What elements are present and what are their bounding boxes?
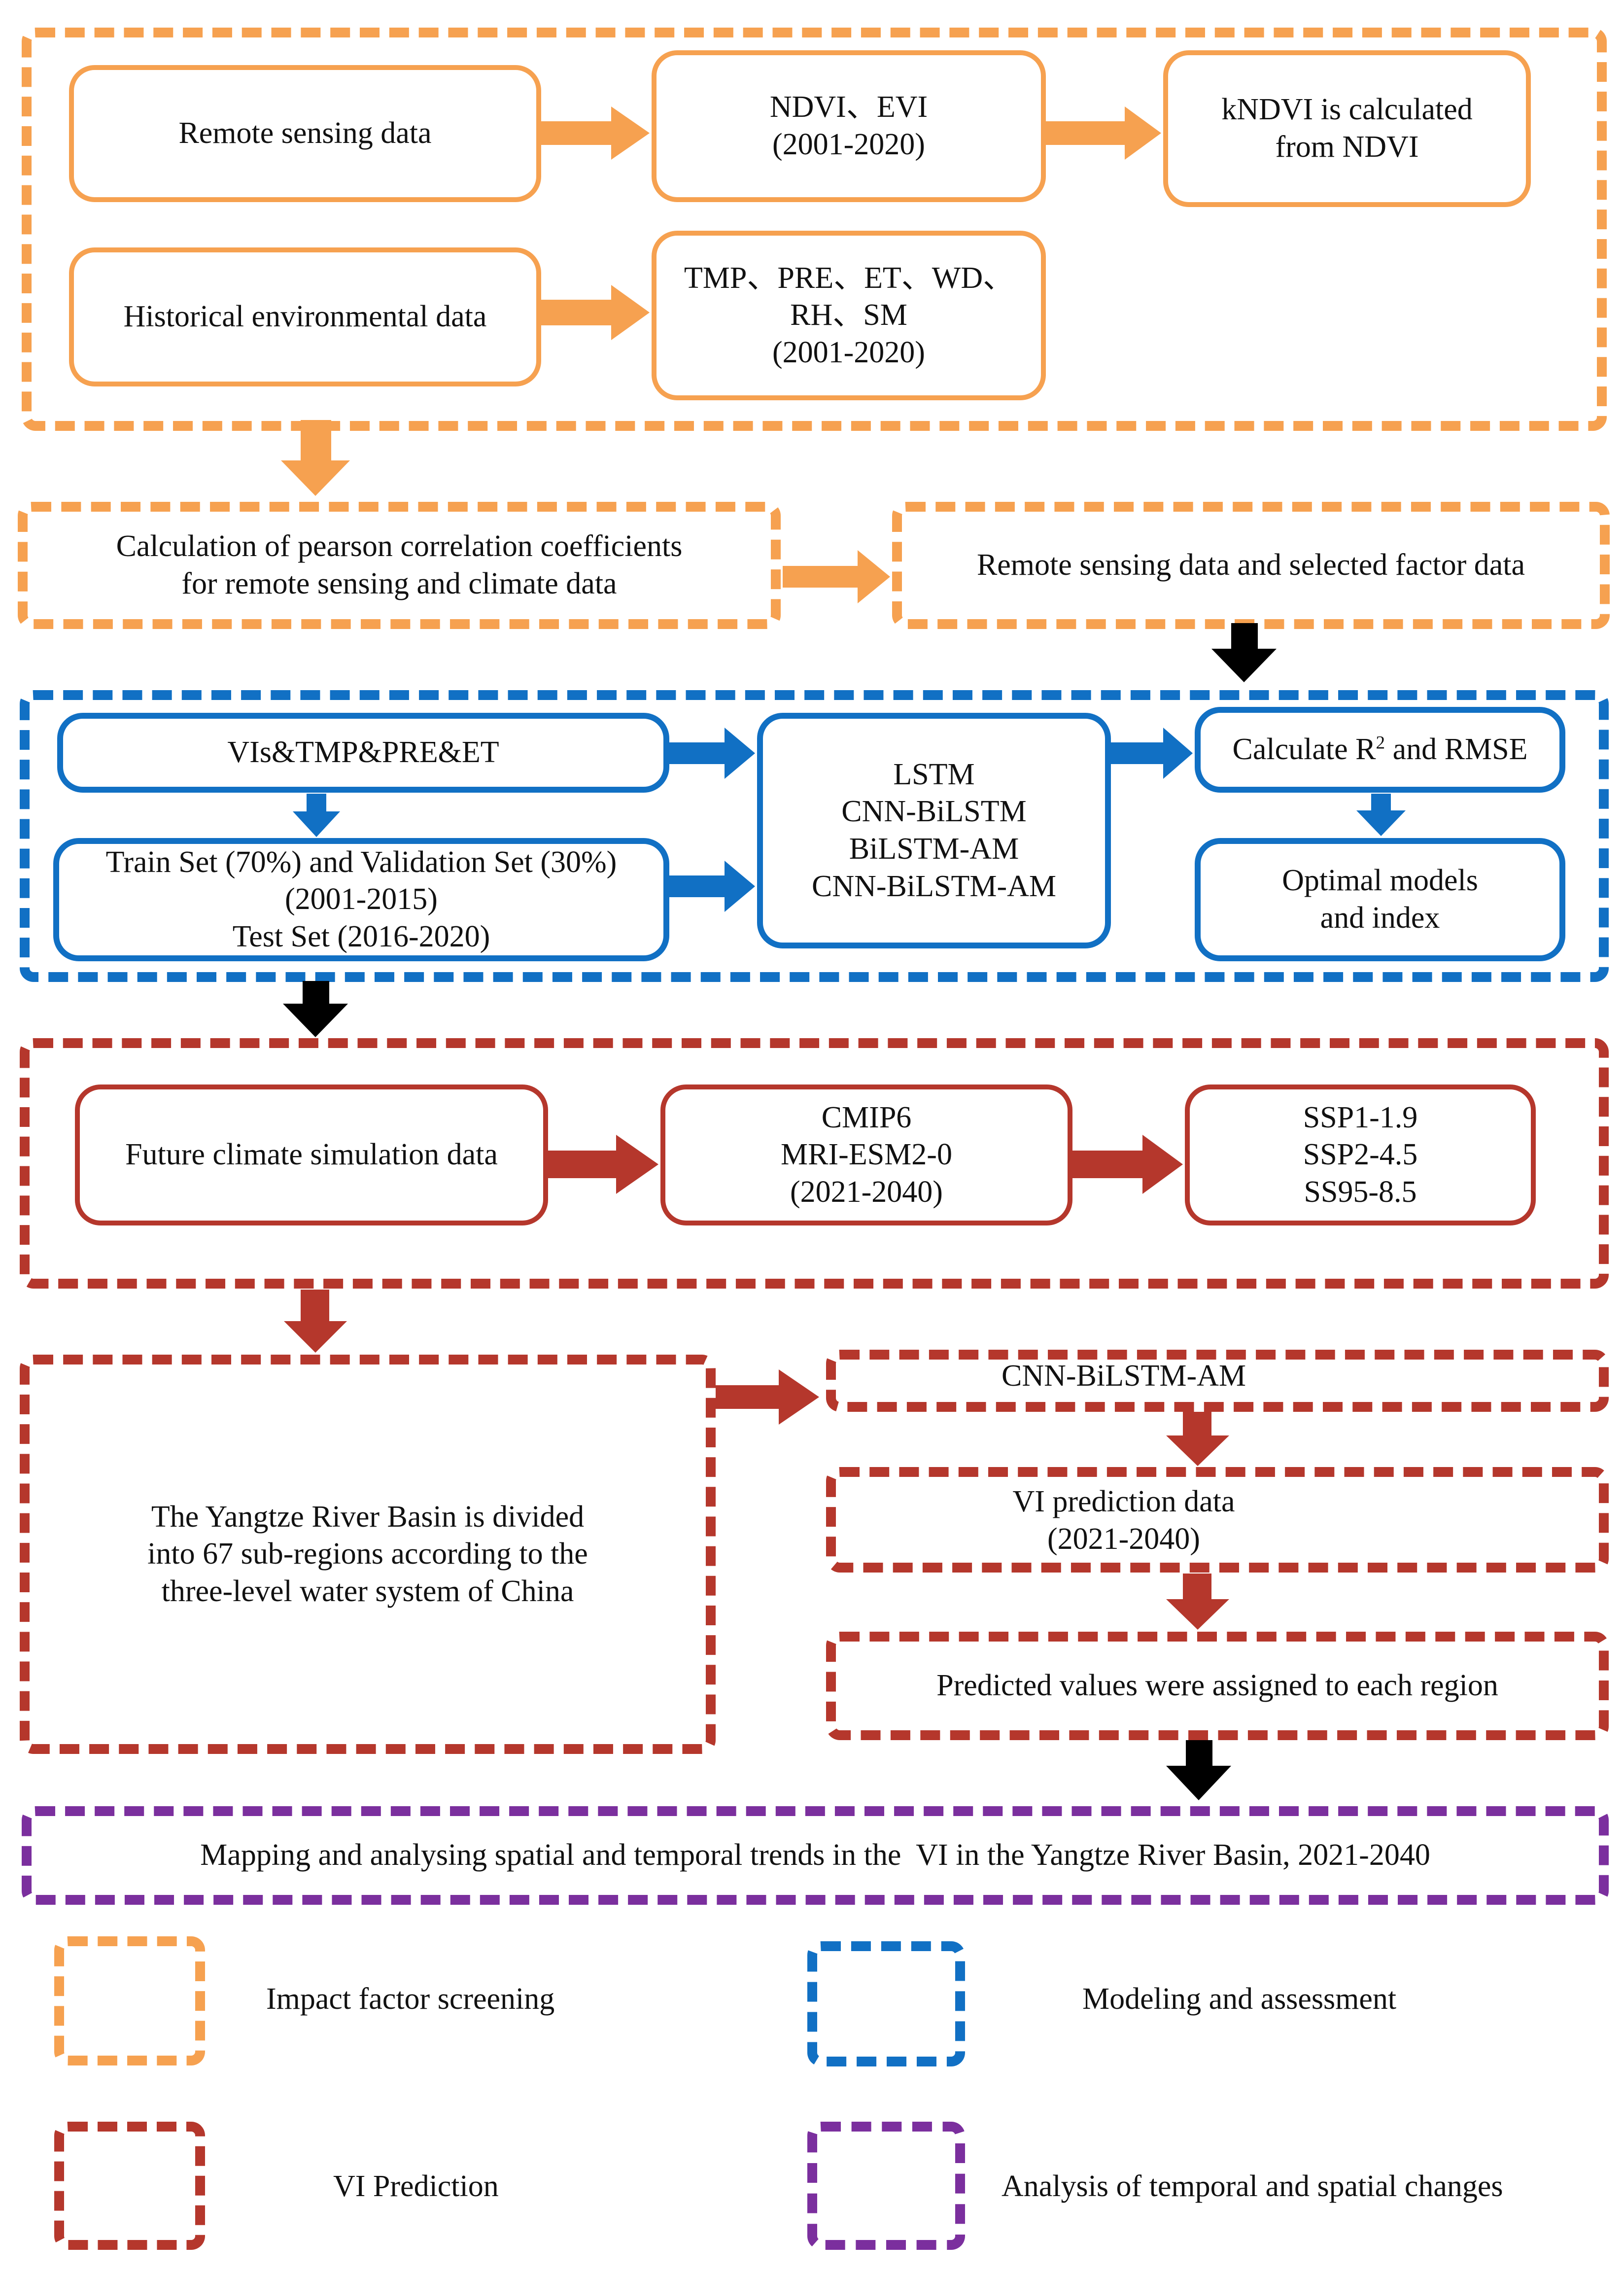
red-arrow-icon	[716, 1369, 819, 1425]
pearson-correlation-label: Calculation of pearson correlation coeff…	[116, 529, 683, 600]
vis-inputs-box: VIs&TMP&PRE&ET	[57, 713, 669, 793]
legend-impact-label: Impact factor screening	[266, 1982, 555, 2016]
red-down-arrow-icon	[1166, 1574, 1229, 1630]
legend-analysis-label: Analysis of temporal and spatial changes	[1002, 2169, 1503, 2203]
modeling-assessment-group	[20, 690, 1609, 982]
ssp-scenarios-box: SSP1-1.9 SSP2-4.5 SS95-8.5	[1185, 1085, 1536, 1225]
remote-sensing-data-box: Remote sensing data	[69, 65, 541, 202]
black-down-arrow-icon	[1211, 623, 1277, 682]
vi-prediction-data-box	[826, 1467, 1609, 1573]
black-down-arrow-icon	[283, 981, 348, 1037]
r2-rmse-box: Calculate R2 and RMSE	[1195, 707, 1565, 793]
legend-prediction-swatch	[54, 2122, 205, 2250]
cmip6-box: CMIP6 MRI-ESM2-0 (2021-2040)	[660, 1085, 1072, 1225]
spatial-temporal-analysis-box	[22, 1806, 1609, 1905]
ndvi-evi-box: NDVI、EVI (2001-2020)	[652, 50, 1046, 202]
climate-factors-box: TMP、PRE、ET、WD、 RH、SM (2001-2020)	[652, 231, 1046, 400]
future-climate-group	[20, 1038, 1609, 1289]
legend-analysis-swatch	[807, 2122, 965, 2250]
sub-regions-box	[20, 1355, 716, 1754]
selected-factor-data-label: Remote sensing data and selected factor …	[976, 548, 1525, 582]
legend-prediction-label: VI Prediction	[333, 2169, 499, 2203]
impact-factor-screening-group	[22, 28, 1607, 431]
predicted-values-label: Predicted values were assigned to each r…	[936, 1669, 1498, 1703]
red-down-arrow-icon	[284, 1290, 347, 1353]
train-test-split-box: Train Set (70%) and Validation Set (30%)…	[53, 838, 669, 961]
vi-prediction-data-label: VI prediction data (2021-2040)	[1012, 1485, 1235, 1556]
spatial-temporal-analysis-label: Mapping and analysing spatial and tempor…	[200, 1838, 1430, 1872]
ndvi-evi-label: NDVI、EVI	[769, 90, 928, 124]
legend-modeling-label: Modeling and assessment	[1082, 1982, 1397, 2016]
sub-regions-label: The Yangtze River Basin is divided into …	[147, 1500, 588, 1608]
predicted-values-box	[826, 1632, 1609, 1740]
kndvi-box: kNDVI is calculated from NDVI	[1163, 50, 1531, 207]
red-down-arrow-icon	[1166, 1412, 1229, 1466]
historical-environmental-data-box: Historical environmental data	[69, 247, 541, 386]
orange-down-arrow-icon	[281, 420, 350, 496]
deep-learning-models-box: LSTM CNN-BiLSTM BiLSTM-AM CNN-BiLSTM-AM	[757, 713, 1111, 948]
legend-impact-swatch	[54, 1936, 205, 2065]
optimal-models-box: Optimal models and index	[1195, 838, 1565, 961]
black-down-arrow-icon	[1166, 1740, 1231, 1800]
future-climate-data-box: Future climate simulation data	[75, 1085, 548, 1225]
orange-arrow-icon	[783, 550, 890, 603]
ndvi-evi-years: (2001-2020)	[772, 128, 925, 161]
cnn-bilstm-am-label: CNN-BiLSTM-AM	[1001, 1359, 1246, 1393]
cnn-bilstm-am-box	[826, 1350, 1609, 1412]
pearson-correlation-box	[18, 502, 781, 629]
legend-modeling-swatch	[807, 1941, 965, 2066]
